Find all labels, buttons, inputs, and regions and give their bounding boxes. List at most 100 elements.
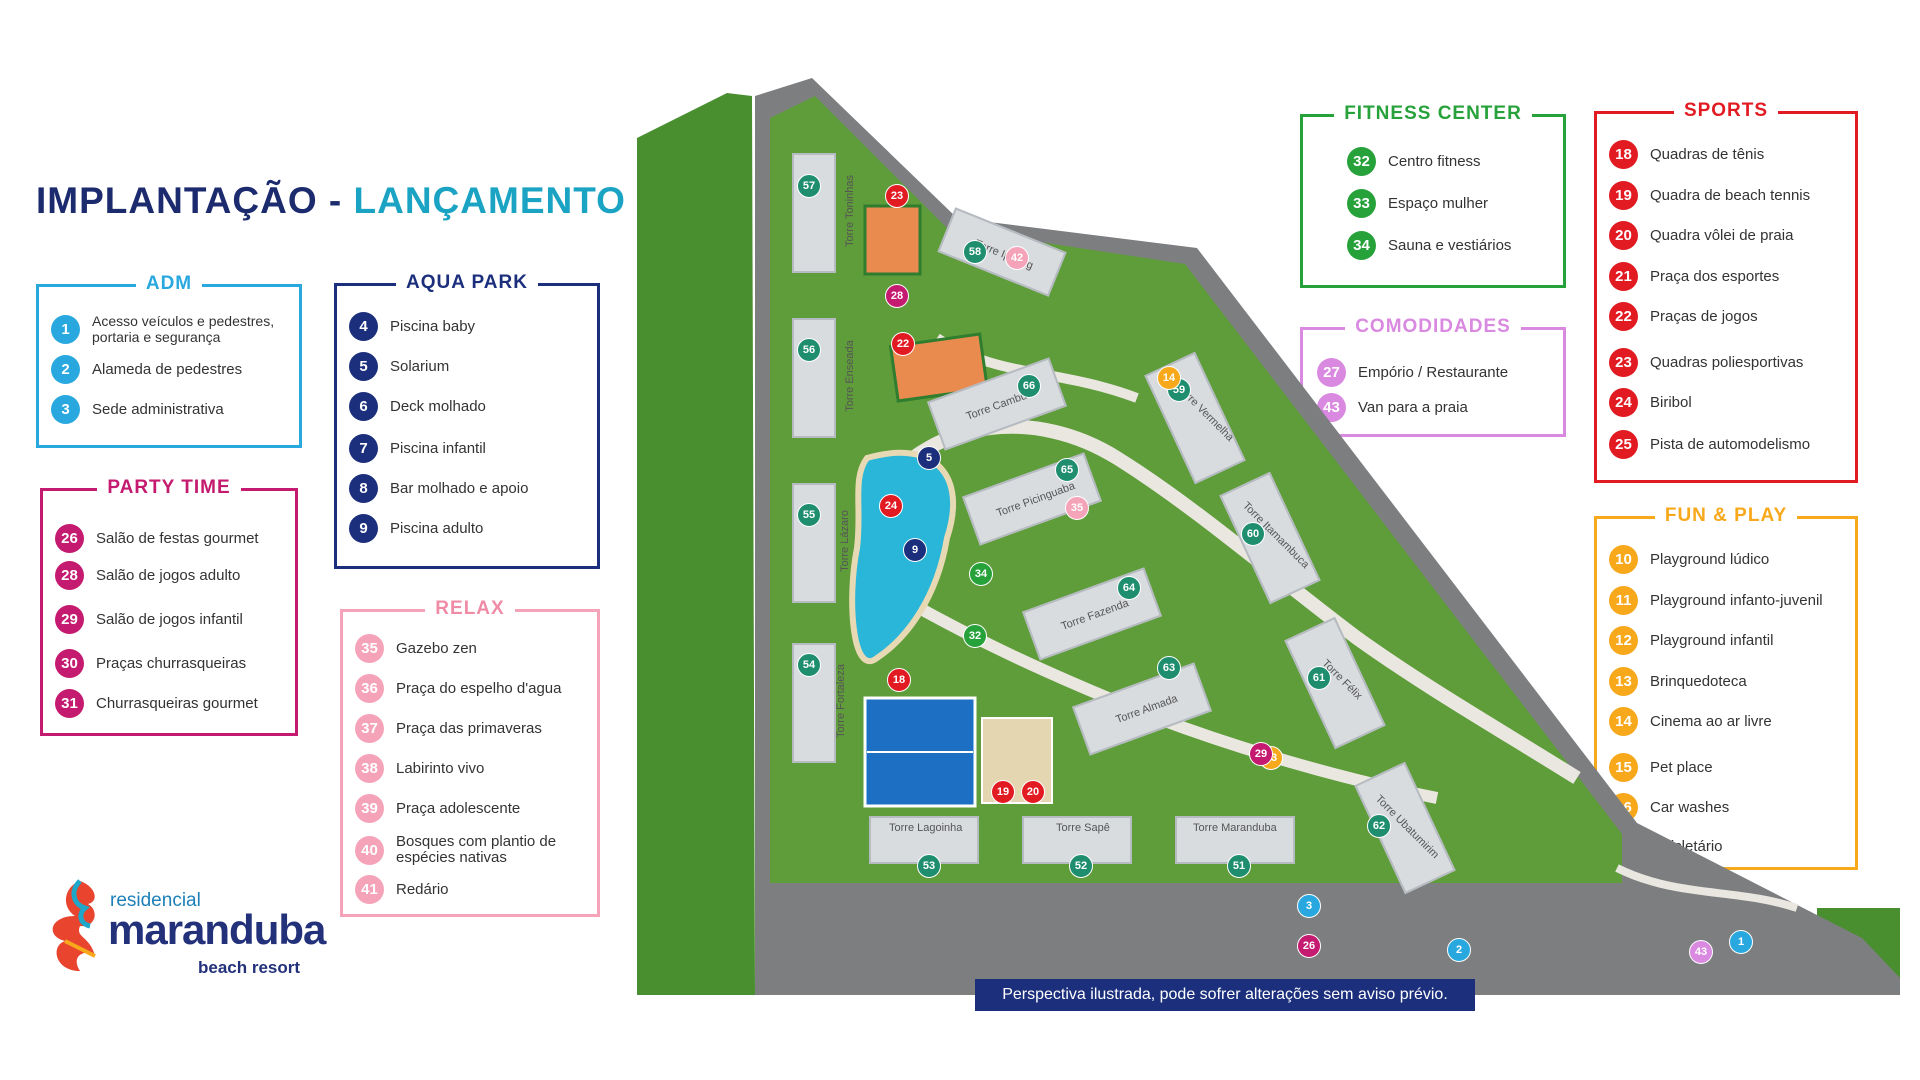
legend-label: Praças churrasqueiras xyxy=(96,654,247,672)
map-marker[interactable]: 53 xyxy=(917,854,941,878)
map-marker[interactable]: 43 xyxy=(1689,940,1713,964)
legend-number: 4 xyxy=(349,312,378,341)
map-marker[interactable]: 14 xyxy=(1157,366,1181,390)
legend-label: Alameda de pedestres xyxy=(92,360,243,378)
legend-number: 7 xyxy=(349,434,378,463)
disclaimer-note: Perspectiva ilustrada, pode sofrer alter… xyxy=(975,979,1475,1011)
legend-number: 35 xyxy=(355,634,384,663)
legend-label: Praça adolescente xyxy=(396,799,521,817)
legend-label: Cinema ao ar livre xyxy=(1650,712,1772,730)
title-part1: IMPLANTAÇÃO xyxy=(36,180,318,221)
map-marker[interactable]: 34 xyxy=(969,562,993,586)
legend-label: Praça do espelho d'agua xyxy=(396,679,562,697)
legend-number: 19 xyxy=(1609,181,1638,210)
legend-number: 25 xyxy=(1609,430,1638,459)
map-marker[interactable]: 60 xyxy=(1241,522,1265,546)
legend-number: 30 xyxy=(55,649,84,678)
legend-number: 37 xyxy=(355,714,384,743)
legend-label: Empório / Restaurante xyxy=(1358,363,1509,381)
legend-label: Salão de festas gourmet xyxy=(96,529,259,547)
map-marker[interactable]: 3 xyxy=(1297,894,1321,918)
logo-beach: beach xyxy=(198,958,248,977)
legend-label: Salão de jogos adulto xyxy=(96,566,241,584)
legend-label: Quadra de beach tennis xyxy=(1650,186,1811,204)
map-marker[interactable]: 28 xyxy=(885,284,909,308)
legend-number: 39 xyxy=(355,794,384,823)
map-marker[interactable]: 5 xyxy=(917,446,941,470)
tower-label: Torre Lázaro xyxy=(838,510,851,572)
legend-number: 9 xyxy=(349,514,378,543)
tower-label: Torre Maranduba xyxy=(1193,822,1277,834)
legend-label: Van para a praia xyxy=(1358,398,1468,416)
legend-label: Praças de jogos xyxy=(1650,307,1758,325)
map-marker[interactable]: 57 xyxy=(797,174,821,198)
map-marker[interactable]: 32 xyxy=(963,624,987,648)
map-marker[interactable]: 66 xyxy=(1017,374,1041,398)
tower-lazaro: Torre Lázaro xyxy=(792,483,851,603)
map-marker[interactable]: 19 xyxy=(991,780,1015,804)
map-marker[interactable]: 42 xyxy=(1005,246,1029,270)
legend-label: Acesso veículos e pedestres, portaria e … xyxy=(92,313,275,345)
map-marker[interactable]: 54 xyxy=(797,653,821,677)
legend-number: 8 xyxy=(349,474,378,503)
map-marker[interactable]: 64 xyxy=(1117,576,1141,600)
legend-number: 18 xyxy=(1609,140,1638,169)
tower-label: Torre Toninhas xyxy=(843,175,856,247)
map-marker[interactable]: 29 xyxy=(1249,742,1273,766)
map-marker[interactable]: 23 xyxy=(885,184,909,208)
legend-label: Labirinto vivo xyxy=(396,759,485,777)
map-marker[interactable]: 58 xyxy=(963,240,987,264)
legend-relax-title: RELAX xyxy=(425,598,515,619)
legend-fitness-title: FITNESS CENTER xyxy=(1334,103,1532,124)
site-map: Torre Toninhas Torre Enseada Torre Lázar… xyxy=(637,78,1900,998)
legend-label: Salão de jogos infantil xyxy=(96,610,243,628)
map-marker[interactable]: 51 xyxy=(1227,854,1251,878)
legend-item: 19 Quadra de beach tennis xyxy=(1609,181,1810,210)
map-marker[interactable]: 61 xyxy=(1307,666,1331,690)
logo-swirl-icon xyxy=(52,879,96,971)
map-marker[interactable]: 26 xyxy=(1297,934,1321,958)
map-marker[interactable]: 24 xyxy=(879,494,903,518)
map-marker[interactable]: 22 xyxy=(891,332,915,356)
legend-label: Playground infanto-juvenil xyxy=(1650,591,1823,609)
logo-resort: resort xyxy=(247,958,301,977)
map-marker[interactable]: 1 xyxy=(1729,930,1753,954)
legend-label: Quadras de tênis xyxy=(1650,145,1765,163)
legend-label: Deck molhado xyxy=(390,397,486,415)
map-marker[interactable]: 52 xyxy=(1069,854,1093,878)
map-marker[interactable]: 56 xyxy=(797,338,821,362)
tower-label: Torre Fortaleza xyxy=(834,664,847,738)
legend-number: 20 xyxy=(1609,221,1638,250)
legend-number: 15 xyxy=(1609,753,1638,782)
legend-label: Sede administrativa xyxy=(92,400,224,418)
map-marker[interactable]: 63 xyxy=(1157,656,1181,680)
tower-label: Torre Lagoinha xyxy=(889,822,963,834)
legend-number: 33 xyxy=(1347,189,1376,218)
legend-label: Piscina adulto xyxy=(390,519,484,537)
legend-number: 22 xyxy=(1609,302,1638,331)
map-marker[interactable]: 35 xyxy=(1065,496,1089,520)
map-marker[interactable]: 2 xyxy=(1447,938,1471,962)
map-marker[interactable]: 55 xyxy=(797,503,821,527)
tower-label: Torre Sapê xyxy=(1056,822,1110,834)
map-marker[interactable]: 20 xyxy=(1021,780,1045,804)
legend-number: 1 xyxy=(51,314,80,344)
legend-fun-title: FUN & PLAY xyxy=(1654,505,1798,526)
map-marker[interactable]: 62 xyxy=(1367,814,1391,838)
map-marker[interactable]: 65 xyxy=(1055,458,1079,482)
map-marker[interactable]: 18 xyxy=(887,668,911,692)
legend-item: 22 Praças de jogos xyxy=(1609,302,1758,331)
legend-party-title: PARTY TIME xyxy=(97,477,241,498)
map-marker[interactable]: 9 xyxy=(903,538,927,562)
